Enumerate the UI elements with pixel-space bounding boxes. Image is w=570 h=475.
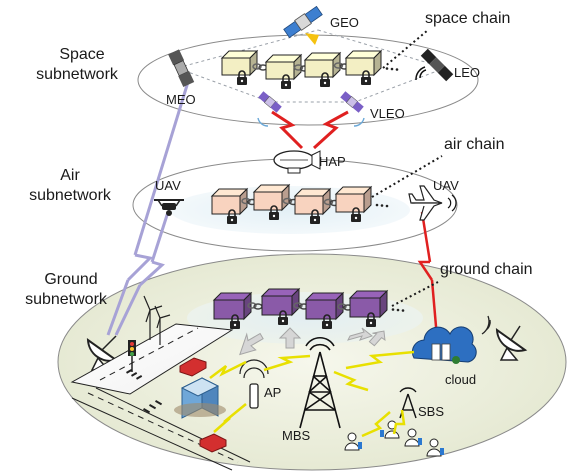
space-chain-block	[264, 53, 303, 81]
padlock-icon	[281, 74, 291, 89]
padlock-icon	[237, 70, 247, 85]
traffic-light-icon	[128, 340, 136, 372]
sbs-label: SBS	[418, 404, 444, 419]
ground-dish-right-icon	[481, 315, 528, 361]
uav-left-label: UAV	[155, 178, 181, 193]
ground-subnetwork-label-line1: Ground	[44, 271, 97, 288]
padlock-icon	[230, 314, 240, 329]
user-device-icons	[344, 420, 444, 457]
hap-airship-icon	[273, 150, 321, 174]
vleo-satellite-icon-left	[258, 91, 282, 113]
space-chain-continuation-dots	[385, 67, 399, 71]
building-icon	[174, 377, 226, 419]
geo-beam-icon	[305, 33, 319, 45]
air-subnetwork-label-line2: subnetwork	[29, 187, 112, 204]
air-cloud-background	[170, 186, 410, 234]
leo-label: LEO	[454, 65, 480, 80]
padlock-icon	[366, 312, 376, 327]
air-blockchain	[210, 183, 389, 224]
ground-chain-label: ground chain	[440, 261, 533, 278]
cloud-label: cloud	[445, 372, 476, 387]
uav-drone-icon	[154, 199, 184, 216]
vleo-signal-icon	[257, 117, 365, 127]
ground-chain-pointer	[391, 281, 439, 307]
wind-turbine-icons	[143, 295, 171, 345]
air-subnetwork-label-line1: Air	[60, 167, 80, 184]
padlock-icon	[351, 207, 361, 222]
ground-chain-block	[304, 291, 345, 321]
air-chain-label: air chain	[444, 136, 504, 153]
uav-fixedwing-icon	[408, 185, 457, 221]
padlock-icon	[322, 314, 332, 329]
ground-chain-block	[348, 289, 389, 319]
uav-ground-link	[114, 211, 170, 336]
meo-label: MEO	[166, 92, 196, 107]
space-dashed-links	[175, 29, 447, 103]
padlock-icon	[227, 209, 237, 224]
hap-label: HAP	[319, 154, 346, 169]
vleo-satellite-icon-right	[340, 91, 364, 113]
space-chain-label: space chain	[425, 10, 510, 27]
ground-subnetwork-label-line2: subnetwork	[25, 291, 108, 308]
space-blockchain	[220, 49, 399, 89]
car-icon-top	[179, 357, 207, 377]
padlock-icon	[269, 205, 279, 220]
geo-satellite-icon	[283, 5, 323, 39]
padlock-icon	[310, 209, 320, 224]
hap-vleo-link-right	[312, 110, 349, 150]
hap-vleo-link-left	[271, 110, 304, 150]
ap-label: AP	[264, 385, 281, 400]
ground-chain-continuation-dots	[391, 308, 405, 312]
leo-satellite-icon	[420, 48, 454, 82]
meo-ground-link	[106, 81, 190, 336]
space-subnetwork-label-line2: subnetwork	[36, 66, 119, 83]
uav-right-label: UAV	[433, 178, 459, 193]
vleo-label: VLEO	[370, 106, 405, 121]
ground-chain-block	[260, 287, 301, 317]
padlock-icon	[278, 310, 288, 325]
padlock-icon	[361, 70, 371, 85]
leo-signal-icon	[415, 66, 427, 81]
cloud-server-icon	[411, 326, 477, 364]
ground-blockchain	[212, 287, 405, 329]
air-chain-continuation-dots	[375, 203, 389, 208]
car-icon-bottom	[199, 433, 227, 453]
chain-infrastructure-arrows	[239, 327, 386, 356]
mbs-label: MBS	[282, 428, 311, 443]
meo-satellite-icon	[168, 49, 195, 88]
space-subnetwork-label-line1: Space	[59, 46, 104, 63]
geo-label: GEO	[330, 15, 359, 30]
road-network	[70, 323, 251, 471]
padlock-icon	[320, 72, 330, 87]
ground-wireless-links	[209, 350, 415, 438]
air-chain-block	[293, 187, 332, 216]
mbs-tower-icon	[299, 337, 341, 429]
ground-chain-block	[212, 291, 253, 321]
air-chain-pointer	[371, 155, 443, 198]
